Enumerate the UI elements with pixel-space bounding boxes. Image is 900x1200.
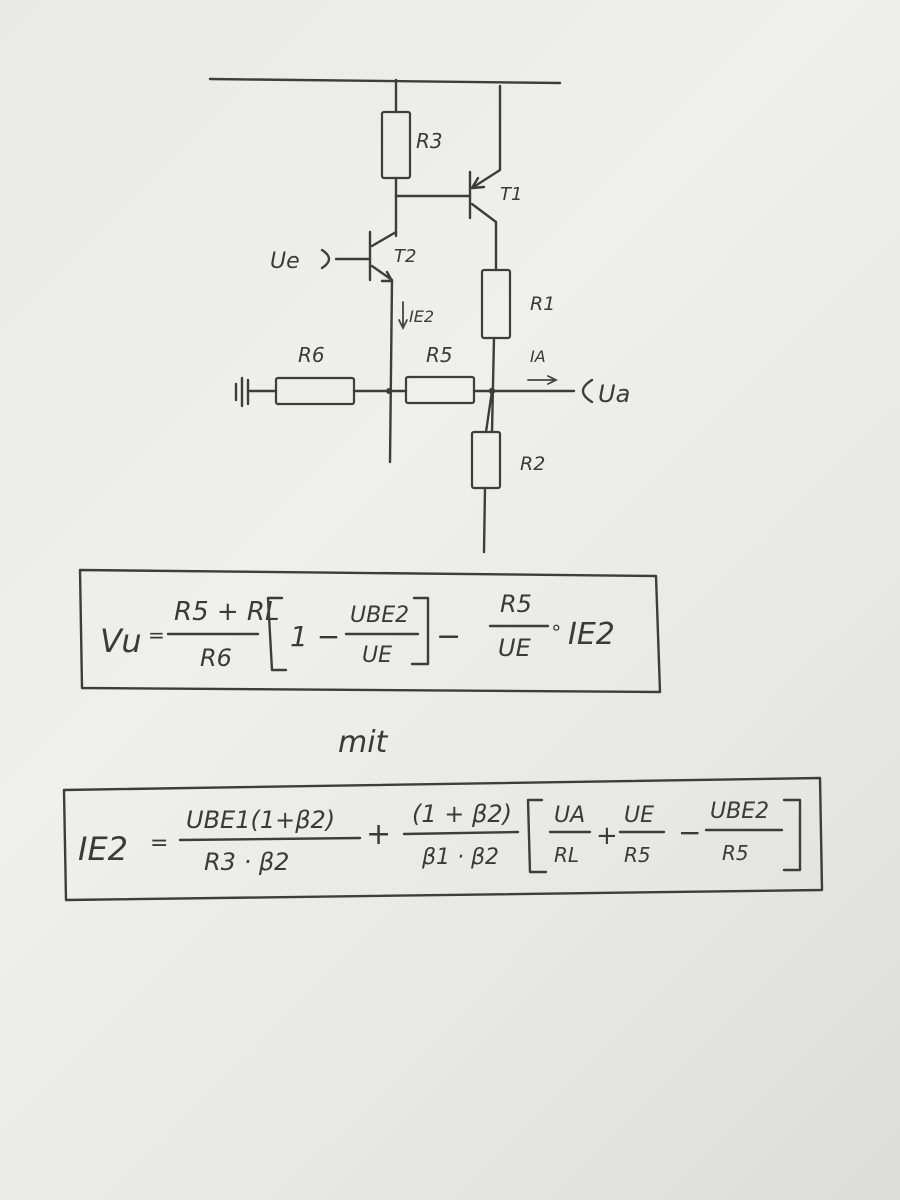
wire-r2-down <box>482 486 487 554</box>
label-ia: IA <box>530 347 546 366</box>
formula-vu-frac3-num: R5 <box>500 590 532 618</box>
transistor-t1-emitter-arrow <box>470 176 486 190</box>
label-r2: R2 <box>520 453 545 475</box>
formula-ie2: IE2 = UBE1(1+β2) R3 · β2 + (1 + β2) β1 ·… <box>62 776 824 902</box>
transistor-t2-emitter-arrow <box>380 270 394 283</box>
circuit-diagram: R3 T1 Ue T2 IE2 R1 R6 R5 IA Ua R2 <box>208 77 630 554</box>
formula-ie2-bracket-right <box>782 798 802 872</box>
formula-ie2-frac5-num: UBE2 <box>710 799 769 824</box>
formula-ie2-plus1: + <box>366 817 391 852</box>
formula-vu-bracket-right <box>410 596 430 666</box>
label-ua: Ua <box>598 380 630 408</box>
resistor-r2 <box>470 430 502 490</box>
current-arrow-ia <box>527 375 559 385</box>
label-t1: T1 <box>500 184 522 205</box>
formula-ie2-frac3-num: UA <box>554 803 585 828</box>
supply-rail <box>208 77 562 85</box>
formula-vu-frac3-den: UE <box>498 634 532 662</box>
label-r1: R1 <box>530 293 555 315</box>
formula-vu-frac1-num: R5 + RL <box>174 597 279 627</box>
formula-vu-eq: = <box>148 623 165 647</box>
transistor-t2-emitter <box>370 264 394 464</box>
formula-ie2-eq: = <box>150 831 168 856</box>
formula-vu-bracket-left <box>266 596 288 672</box>
formula-vu-frac2-num: UBE2 <box>350 603 409 628</box>
formula-ie2-frac4-num: UE <box>624 803 654 828</box>
input-terminal-ue <box>320 248 331 270</box>
formula-ie2-minus: − <box>678 816 701 849</box>
label-ue: Ue <box>270 249 300 274</box>
resistor-r5 <box>404 375 476 405</box>
formula-ie2-frac3-den: RL <box>554 843 579 867</box>
label-r3: R3 <box>416 129 443 153</box>
resistor-r3 <box>380 110 412 180</box>
label-t2: T2 <box>394 246 416 267</box>
transistor-t1-collector <box>470 202 498 272</box>
transistor-t2-collector <box>370 230 398 248</box>
formula-ie2-box <box>62 776 824 902</box>
formula-ie2-frac2-bar <box>402 830 520 836</box>
formula-vu-bracket-one: 1 − <box>290 620 340 653</box>
ground-symbol <box>234 376 250 408</box>
formula-ie2-frac1-bar <box>178 836 362 842</box>
label-r5: R5 <box>426 343 453 367</box>
formula-ie2-bracket-left <box>526 798 548 874</box>
node-emitter-t2 <box>386 388 392 394</box>
transistor-t1-emitter <box>470 84 502 190</box>
formula-vu-lhs: Vu <box>100 622 142 660</box>
formula-vu-minus: − <box>436 619 461 654</box>
formula-vu: Vu = R5 + RL R6 1 − UBE2 UE − R5 UE ∘ IE… <box>78 568 662 694</box>
connector-mit: mit <box>338 725 389 760</box>
wire-node-r2 <box>484 389 494 434</box>
label-r6: R6 <box>298 343 325 367</box>
formula-ie2-frac2-num: (1 + β2) <box>412 800 512 828</box>
formula-vu-frac2-den: UE <box>362 643 392 668</box>
formula-ie2-frac1-num: UBE1(1+β2) <box>186 806 335 834</box>
wire-r1-down <box>490 336 496 434</box>
formula-ie2-frac1-den: R3 · β2 <box>204 848 289 876</box>
formula-vu-box <box>78 568 662 694</box>
formula-ie2-lhs: IE2 <box>78 830 128 868</box>
formula-ie2-frac2-den: β1 · β2 <box>421 845 499 870</box>
formula-ie2-plus2: + <box>596 821 618 851</box>
current-arrow-ie2 <box>398 301 408 331</box>
formula-vu-frac1-den: R6 <box>200 644 232 672</box>
formula-ie2-frac4-den: R5 <box>624 843 651 867</box>
resistor-r6 <box>274 376 356 406</box>
formula-vu-tail: IE2 <box>568 617 615 652</box>
formula-vu-dot: ∘ <box>550 615 563 639</box>
resistor-r1 <box>480 268 512 340</box>
label-ie2: IE2 <box>409 307 434 326</box>
formula-ie2-frac5-den: R5 <box>722 841 749 865</box>
output-terminal-ua <box>581 378 594 404</box>
